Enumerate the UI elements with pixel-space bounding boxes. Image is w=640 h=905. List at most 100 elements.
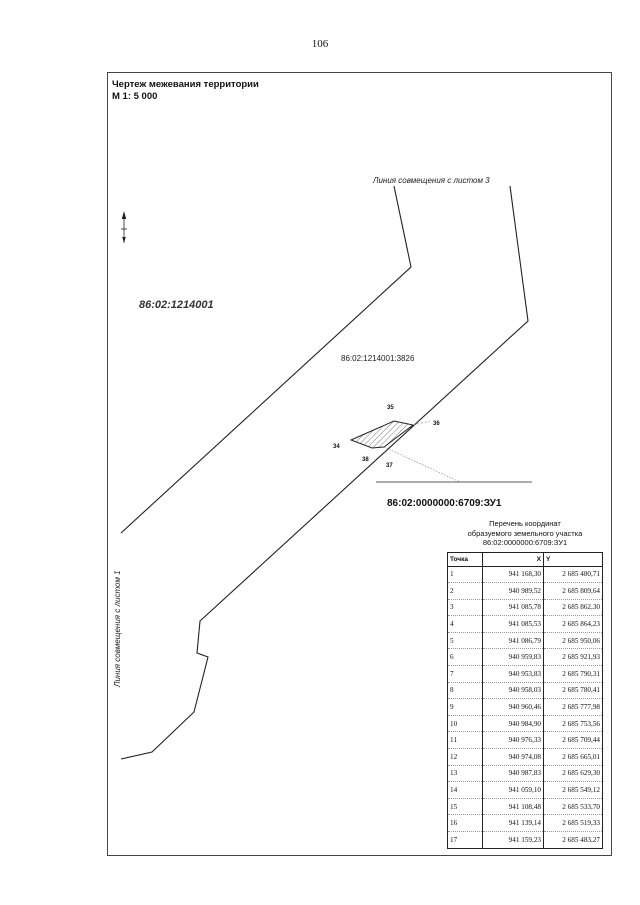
cell-point: 4 [447, 615, 483, 633]
cell-point: 5 [447, 632, 483, 650]
cell-y: 2 685 777,98 [543, 698, 603, 716]
cell-y: 2 685 790,31 [543, 665, 603, 683]
header-x: X [482, 552, 544, 567]
north-arrow-icon [121, 211, 127, 243]
map-sheet: Линия совмещения с листом 3 Линия совмещ… [107, 72, 612, 856]
cell-point: 3 [447, 599, 483, 617]
cell-x: 941 159,23 [482, 831, 544, 849]
road-boundary-left [120, 185, 412, 534]
cell-y: 2 685 921,93 [543, 648, 603, 667]
map-scale: М 1: 5 000 [112, 91, 158, 102]
caption-line: Перечень координат [489, 519, 561, 528]
table-header-row: Точка X Y [447, 552, 603, 567]
cell-x: 940 960,46 [482, 698, 544, 716]
cell-point: 6 [447, 648, 483, 667]
point-label: 35 [387, 405, 394, 411]
cell-x: 940 959,83 [482, 648, 544, 667]
coordinates-panel: Перечень координат образуемого земельног… [445, 519, 605, 849]
cell-x: 941 139,14 [482, 814, 544, 832]
cell-x: 941 085,78 [482, 599, 544, 617]
cell-point: 8 [447, 682, 483, 700]
cell-point: 13 [447, 765, 483, 783]
parcel-zu1-polygon [349, 420, 415, 449]
cell-y: 2 685 809,64 [543, 582, 603, 600]
caption-line: 86:02:0000000:6709:ЗУ1 [482, 538, 568, 547]
new-parcel-label: 86:02:0000000:6709:ЗУ1 [387, 498, 502, 509]
cell-y: 2 685 480,71 [543, 566, 603, 584]
cell-y: 2 685 950,06 [543, 632, 603, 650]
map-title: Чертеж межевания территории М 1: 5 000 [112, 79, 259, 103]
cell-y: 2 685 753,56 [543, 715, 603, 733]
cell-y: 2 685 519,33 [543, 814, 603, 832]
cell-point: 17 [447, 831, 483, 849]
cell-x: 940 989,52 [482, 582, 544, 600]
header-y: Y [543, 552, 603, 567]
cell-y: 2 685 549,12 [543, 781, 603, 799]
point-label: 34 [333, 444, 340, 450]
cell-x: 940 976,33 [482, 731, 544, 750]
cell-point: 9 [447, 698, 483, 716]
cell-y: 2 685 665,01 [543, 748, 603, 766]
cell-point: 16 [447, 814, 483, 832]
cell-x: 941 108,48 [482, 798, 544, 816]
cell-x: 941 086,79 [482, 632, 544, 650]
cell-point: 7 [447, 665, 483, 683]
cell-x: 940 987,83 [482, 765, 544, 783]
cell-y: 2 685 780,41 [543, 682, 603, 700]
cell-y: 2 685 709,44 [543, 731, 603, 750]
cell-y: 2 685 533,70 [543, 798, 603, 816]
map-title-main: Чертеж межевания территории [112, 79, 259, 90]
point-36-leader [412, 420, 431, 426]
cell-point: 12 [447, 748, 483, 766]
join-line-sheet3-label: Линия совмещения с листом 3 [372, 176, 490, 185]
cell-x: 940 953,83 [482, 665, 544, 683]
cell-point: 1 [447, 566, 483, 584]
cell-y: 2 685 483,27 [543, 831, 603, 849]
coordinates-caption: Перечень координат образуемого земельног… [445, 519, 605, 548]
cell-x: 940 974,08 [482, 748, 544, 766]
existing-parcel-label: 86:02:1214001:3826 [341, 354, 415, 363]
cell-x: 941 168,30 [482, 566, 544, 584]
cell-x: 940 958,03 [482, 682, 544, 700]
cell-point: 14 [447, 781, 483, 799]
map-canvas: Линия совмещения с листом 3 Линия совмещ… [113, 176, 532, 760]
cell-x: 940 984,90 [482, 715, 544, 733]
cell-x: 941 085,53 [482, 615, 544, 633]
parcel-label-leader [383, 446, 461, 483]
cell-y: 2 685 862,30 [543, 599, 603, 617]
cell-y: 2 685 864,23 [543, 615, 603, 633]
cell-x: 941 059,10 [482, 781, 544, 799]
cell-point: 15 [447, 798, 483, 816]
cell-point: 10 [447, 715, 483, 733]
caption-line: образуемого земельного участка [467, 528, 583, 538]
page-number: 106 [311, 38, 329, 50]
road-boundary-right [120, 185, 529, 760]
cell-point: 2 [447, 582, 483, 600]
join-line-sheet1-label: Линия совмещения с листом 1 [113, 570, 122, 688]
cell-y: 2 685 629,30 [543, 765, 603, 783]
cell-point: 11 [447, 731, 483, 750]
header-point: Точка [447, 552, 483, 567]
point-label: 38 [362, 457, 369, 463]
block-cadastral-label: 86:02:1214001 [139, 299, 214, 311]
point-label: 37 [386, 463, 393, 469]
point-label: 36 [433, 421, 440, 427]
